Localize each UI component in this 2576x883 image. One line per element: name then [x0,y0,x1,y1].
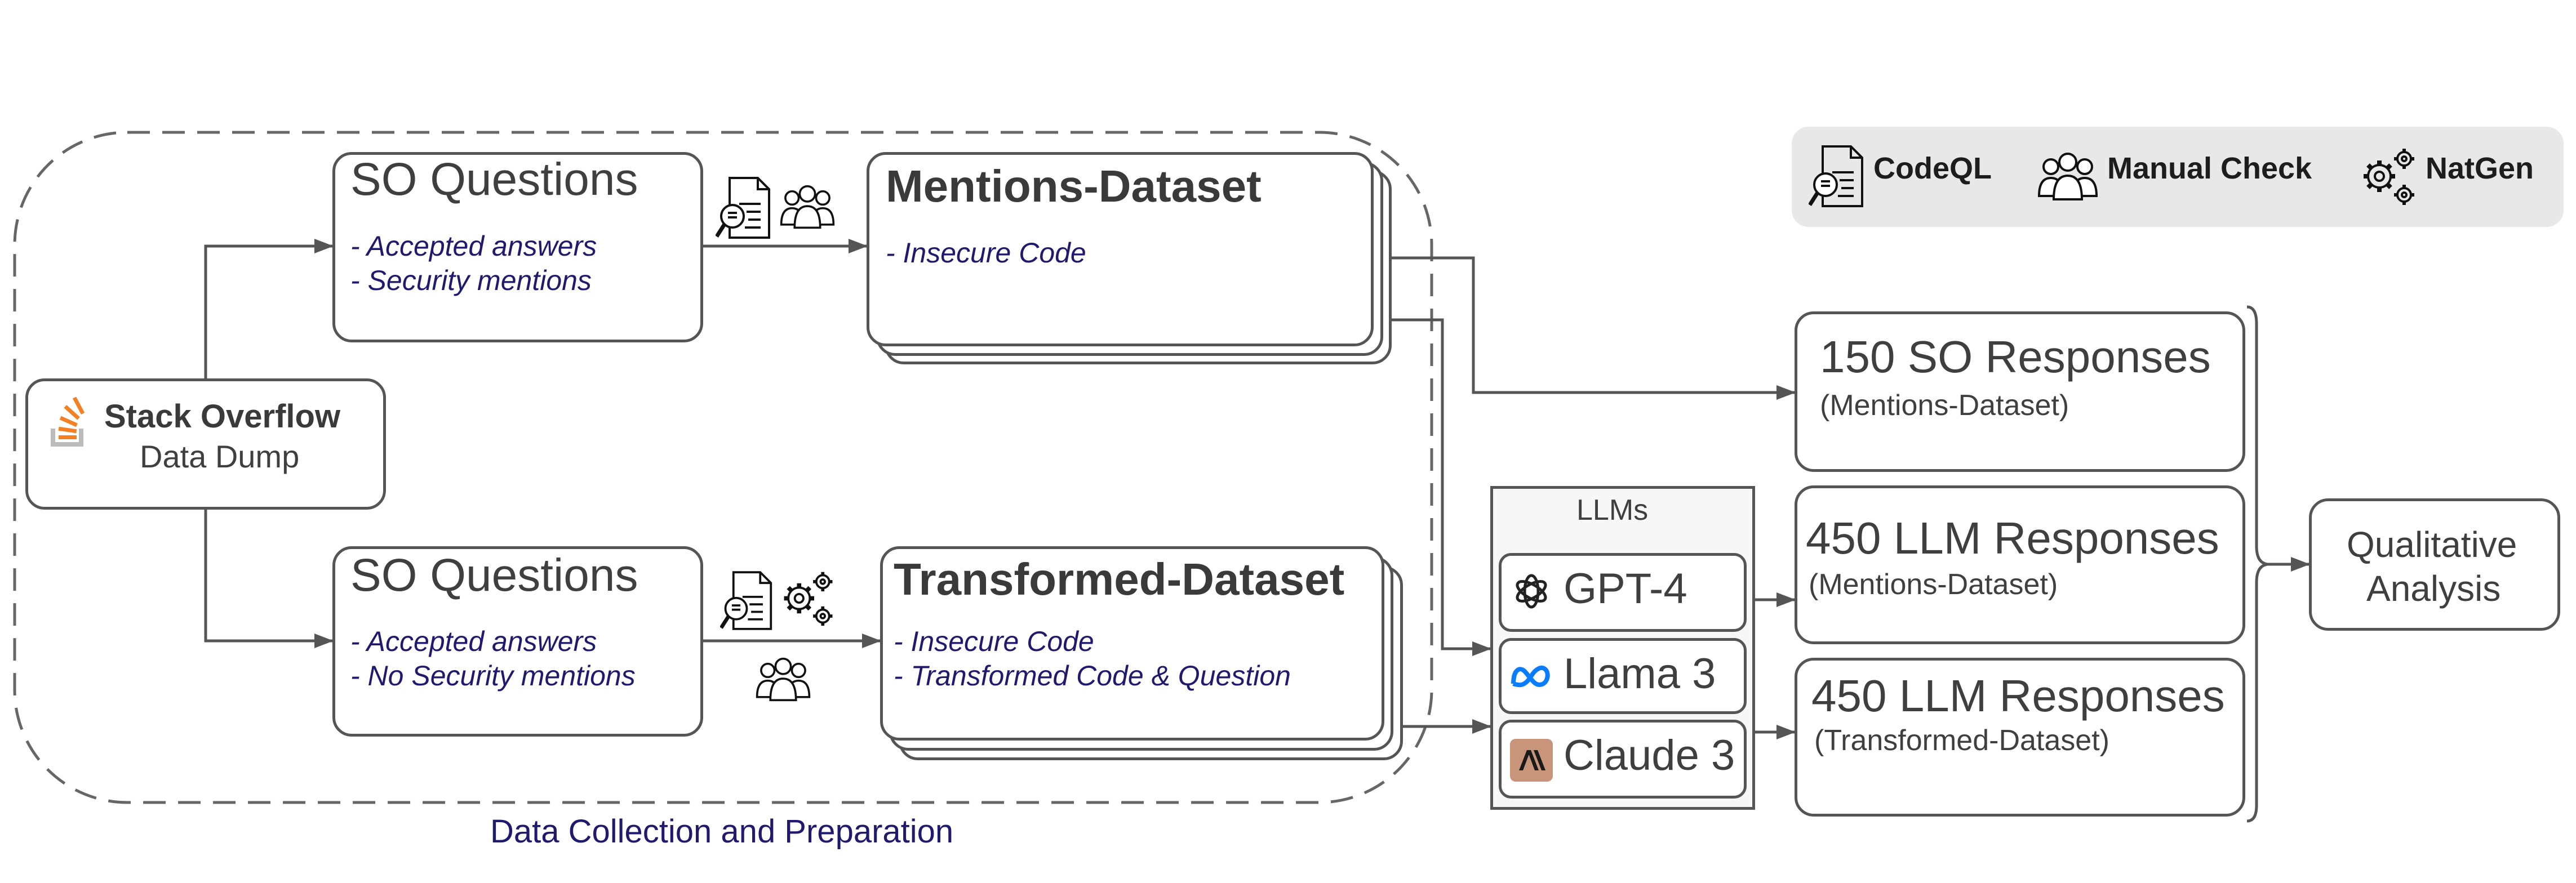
so-top-bullet: - Accepted answers [350,230,597,262]
group-boundary [13,131,1433,804]
stack-overflow-box [25,378,386,510]
group-label: Data Collection and Preparation [490,813,954,850]
source-subtitle: Data Dump [140,439,300,474]
mentions-bullet: - Insecure Code [886,237,1086,269]
people-icon [2037,153,2098,200]
gears-icon [2364,149,2414,205]
response-box-1 [1795,311,2245,472]
mentions-dataset-box [867,152,1374,346]
so-top-bullet: - Security mentions [350,265,592,296]
legend-codeql-label: CodeQL [1873,151,1992,185]
response-3-title: 450 LLM Responses [1811,671,2225,721]
people-icon [756,657,811,702]
source-name: Stack Overflow [104,398,341,435]
so-questions-bottom-title: SO Questions [350,550,638,601]
llm-gpt4-label: GPT-4 [1564,565,1687,613]
magnifier-document-icon [720,571,772,630]
transformed-bullet: - Insecure Code [894,626,1094,657]
response-3-subtitle: (Transformed-Dataset) [1814,724,2109,757]
openai-icon [1516,574,1547,609]
analysis-line-1: Qualitative [2347,524,2517,565]
qualitative-analysis-box [2309,498,2560,631]
anthropic-glyph-icon [1519,750,1545,770]
transformed-dataset-title: Transformed-Dataset [894,554,1345,604]
legend-manual-check-label: Manual Check [2107,151,2312,185]
people-icon [780,185,835,229]
llm-llama3-label: Llama 3 [1564,650,1716,698]
magnifier-document-icon [1809,145,1863,207]
legend [1792,127,2564,227]
stackoverflow-icon [51,397,85,447]
response-box-2 [1795,485,2245,644]
response-1-subtitle: (Mentions-Dataset) [1820,389,2069,422]
response-2-subtitle: (Mentions-Dataset) [1809,568,2058,601]
analysis-line-2: Analysis [2366,568,2501,609]
transformed-dataset-box [880,546,1384,741]
response-1-title: 150 SO Responses [1820,332,2211,382]
mentions-dataset-title: Mentions-Dataset [886,161,1262,211]
transformed-bullet: - Transformed Code & Question [894,660,1291,692]
llms-title: LLMs [1576,494,1649,527]
llm-claude3-label: Claude 3 [1564,732,1735,779]
legend-natgen-label: NatGen [2426,151,2534,185]
response-box-3 [1795,658,2245,817]
response-2-title: 450 LLM Responses [1806,513,2219,563]
so-questions-bottom-box [332,546,703,737]
meta-icon [1511,665,1550,688]
so-bottom-bullet: - No Security mentions [350,660,636,692]
gears-icon [784,572,833,626]
so-questions-top-box [332,152,703,342]
so-questions-top-title: SO Questions [350,154,638,205]
llm-claude3-box [1499,720,1747,799]
so-bottom-bullet: - Accepted answers [350,626,597,657]
llm-llama3-box [1499,638,1747,714]
magnifier-document-icon [716,177,770,239]
